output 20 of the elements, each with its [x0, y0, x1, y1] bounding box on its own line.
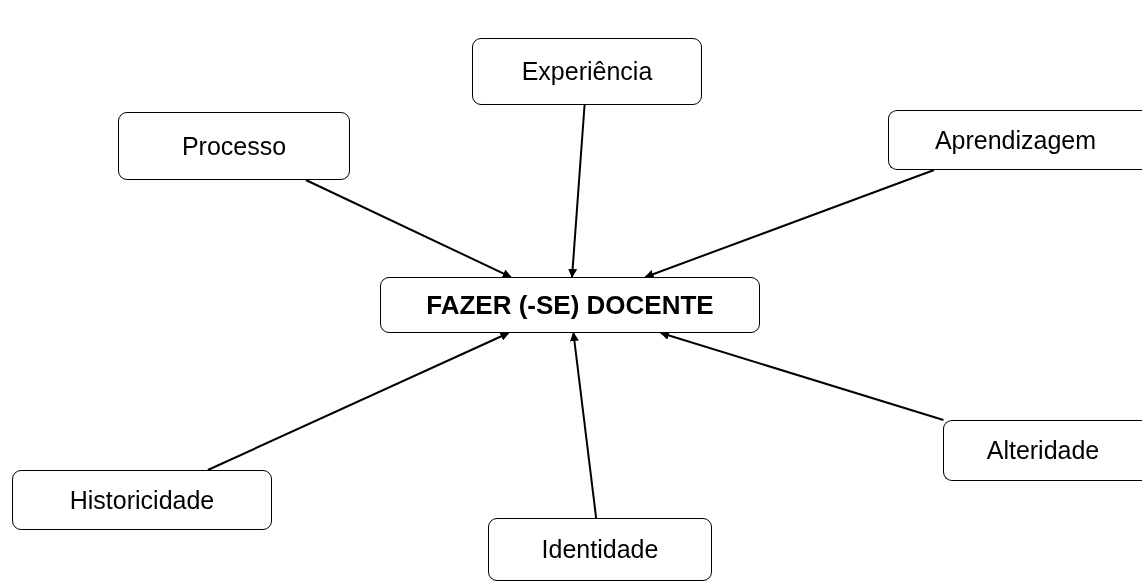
concept-box	[472, 38, 702, 105]
concept-box	[943, 420, 1142, 481]
arrow	[644, 169, 936, 279]
box-label: Experiência	[521, 57, 653, 86]
concept-box	[12, 470, 272, 530]
arrow	[304, 179, 512, 278]
box-label: Aprendizagem	[934, 125, 1097, 155]
central-concept-box	[380, 277, 760, 333]
box-label: Identidade	[541, 535, 659, 564]
arrow	[568, 104, 586, 278]
box-label: Alteridade	[986, 436, 1100, 465]
box-label: Processo	[181, 131, 287, 161]
arrow	[569, 332, 598, 519]
concept-box	[888, 110, 1142, 170]
arrow	[659, 331, 945, 421]
box-label: Historicidade	[69, 485, 215, 515]
concept-box	[118, 112, 350, 180]
box-label: FAZER (-SE) DOCENTE	[426, 289, 714, 321]
arrow	[206, 332, 510, 471]
concept-box	[488, 518, 712, 581]
